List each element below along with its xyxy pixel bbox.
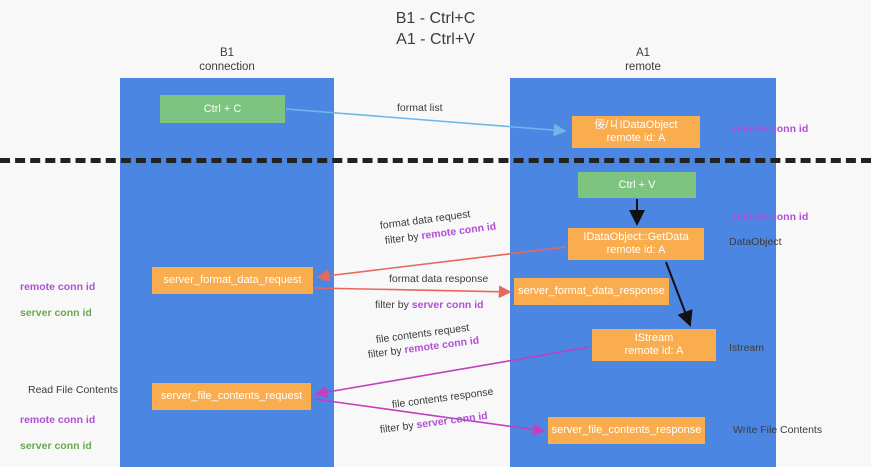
side-label-dataobject: DataObject <box>729 236 782 248</box>
side-label-right-remote-conn-id-2: remote conn id <box>733 211 809 223</box>
node-istream-remote[interactable]: IStream remote id: A <box>592 329 716 361</box>
arrow-label-format-data-response: format data response <box>389 273 489 285</box>
arrow-label-filter-server-conn-id-1: filter by server conn id <box>375 298 484 312</box>
node-server-file-contents-response[interactable]: server_file_contents_response <box>548 417 705 444</box>
server-conn-id-text: server conn id <box>415 409 489 432</box>
filter-by-text: filter by <box>384 230 423 247</box>
left-remote-conn-id: remote conn id <box>20 281 96 293</box>
left-server-conn-id-2: server conn id <box>20 440 92 452</box>
page-title: B1 - Ctrl+C A1 - Ctrl+V <box>395 10 476 48</box>
node-ctrl-c[interactable]: Ctrl + C <box>160 95 285 123</box>
node-idataobject-getdata[interactable]: IDataObject::GetData remote id: A <box>568 228 704 260</box>
lane-header-b1: B1 connection <box>199 47 255 73</box>
side-label-left-conn-ids: remote conn id server conn id <box>20 268 95 333</box>
node-server-format-data-response[interactable]: server_format_data_response <box>514 278 669 305</box>
node-server-file-contents-request[interactable]: server_file_contents_request <box>152 383 311 410</box>
node-ctrl-v[interactable]: Ctrl + V <box>578 172 696 198</box>
node-idataobject-remote[interactable]: 佞/ㄐIDataObject remote id: A <box>572 116 700 148</box>
side-label-right-remote-conn-id-1: remote conn id <box>733 123 809 135</box>
left-server-conn-id: server conn id <box>20 307 92 319</box>
filter-by-text: filter by <box>367 344 406 361</box>
side-label-istream: Istream <box>729 342 765 354</box>
filter-by-text: filter by <box>375 299 412 311</box>
divider-dashed-line <box>0 158 871 163</box>
side-label-read-file-contents: Read File Contents <box>28 384 118 396</box>
side-label-left-conn-ids-2: remote conn id server conn id <box>20 401 95 466</box>
lane-header-a1: A1 remote <box>625 47 661 73</box>
server-conn-id-text: server conn id <box>411 299 484 311</box>
node-server-format-data-request[interactable]: server_format_data_request <box>152 267 313 294</box>
arrow-label-file-contents-response: file contents response <box>391 385 495 411</box>
arrow-label-format-list: format list <box>397 102 443 114</box>
left-remote-conn-id-2: remote conn id <box>20 414 96 426</box>
arrow-label-filter-server-conn-id-2: filter by server conn id <box>379 409 488 437</box>
side-label-write-file-contents: Write File Contents <box>733 424 823 436</box>
filter-by-text: filter by <box>379 419 418 436</box>
